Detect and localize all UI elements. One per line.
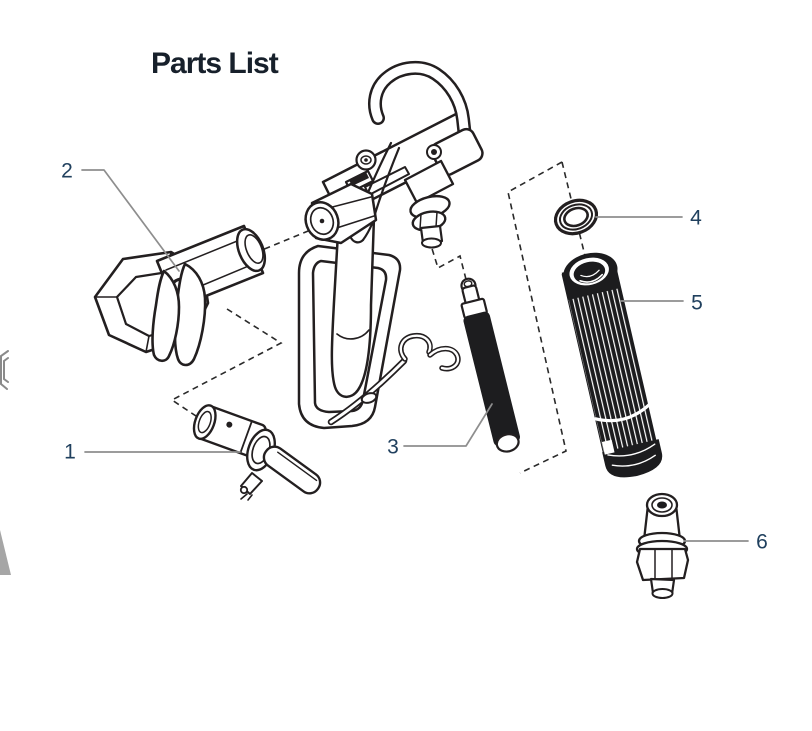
part5-notch <box>601 439 615 455</box>
part2-guard-connector3 <box>145 335 150 353</box>
part4-ring-mid <box>558 203 594 231</box>
gun-nozzle-collar-band <box>349 172 369 186</box>
dashed-line-gun-to-filter <box>428 238 470 292</box>
gun-horn-core <box>370 63 471 151</box>
gun-bolt-dot <box>364 158 368 162</box>
callout-4: 4 <box>690 206 702 230</box>
leader-line-2 <box>81 169 180 272</box>
part6-bottom-stub-end <box>651 588 674 599</box>
edge-fragment-top <box>0 350 9 390</box>
gun-clip-curl-right-core <box>428 347 460 370</box>
part6-top-cap-center <box>657 501 667 509</box>
part1-paddle-line <box>277 451 318 482</box>
part4-ring-outer <box>553 198 599 236</box>
part2-tip-guard <box>93 224 267 367</box>
gun-clip-eyelet <box>360 392 378 404</box>
callout-3: 3 <box>387 435 399 459</box>
gun-clip-curl-left-core <box>399 334 432 361</box>
gun-outlet-block <box>403 159 455 205</box>
gun-pivot-screw-center <box>431 149 437 155</box>
part5-highlight-band <box>593 402 652 423</box>
dashed-line-guard-to-tip <box>170 308 283 425</box>
callout-6: 6 <box>756 530 768 554</box>
edge-fragment-wedge <box>0 530 11 575</box>
part1-handle-paddle <box>262 445 322 495</box>
leader-line-3 <box>403 403 493 447</box>
part3-filter <box>460 277 520 453</box>
part1-step-line <box>239 421 253 454</box>
callout-1: 1 <box>64 440 76 464</box>
part2-blade-rear <box>151 269 181 363</box>
part1-tip-orifice <box>239 485 249 495</box>
part3-bottom-cap <box>495 433 520 453</box>
part4-o-ring <box>553 198 599 236</box>
gun-body <box>297 60 484 430</box>
part6-hex-nut <box>635 547 690 582</box>
part5-handle-grip <box>561 252 663 478</box>
part6-swivel-fitting <box>635 492 690 599</box>
part1-tip-spike1 <box>240 493 248 500</box>
part5-cap-seam1 <box>607 443 656 457</box>
part5-cap-seam2 <box>611 454 656 467</box>
part5-thread-arc1 <box>579 273 604 283</box>
part6-top-cap-ring <box>651 497 673 513</box>
part1-tip-spike2 <box>247 494 253 501</box>
part5-thread-arc2 <box>580 269 600 278</box>
gun-nozzle-cap-inner <box>309 206 335 236</box>
part2-nut-endcap-inner <box>244 234 264 264</box>
gun-outlet-hex-facet1 <box>419 213 422 230</box>
gun-outlet-stub-end <box>421 237 442 249</box>
part4-ring-hole <box>563 206 589 228</box>
dashed-line-handle-box <box>507 161 567 474</box>
gun-nozzle-cap-dot <box>319 218 325 224</box>
gun-grip-shade-line <box>336 329 370 340</box>
callout-5: 5 <box>691 291 703 315</box>
page-title: Parts List <box>151 47 279 80</box>
gun-outlet-hex-facet2 <box>435 211 438 228</box>
leader-lines <box>81 169 749 542</box>
callout-2: 2 <box>61 159 73 183</box>
part1-vent-hole <box>226 421 233 428</box>
part3-tube-body <box>463 311 520 447</box>
part1-spray-tip <box>192 404 322 501</box>
part1-cylinder-cap-inner <box>197 410 212 434</box>
